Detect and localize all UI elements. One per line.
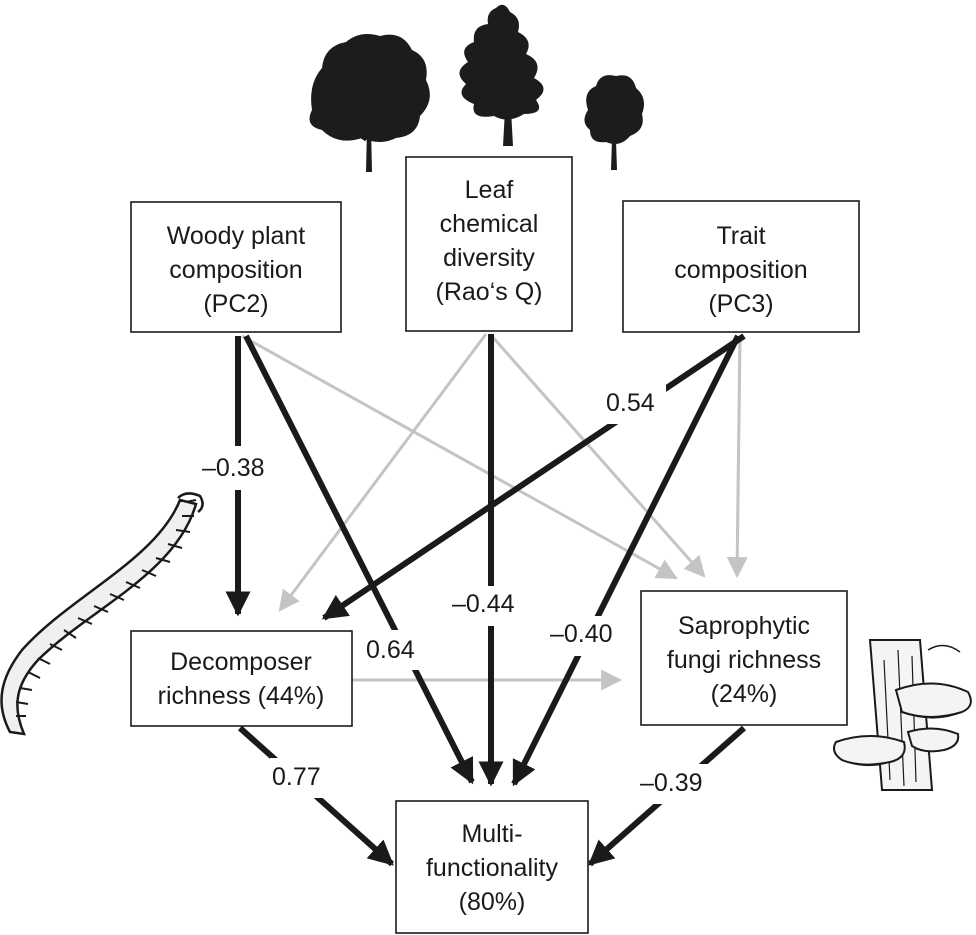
bracket-fungus-icon [833, 639, 972, 791]
coefficient-label: –0.39 [640, 769, 703, 797]
svg-text:(Rao‘s Q): (Rao‘s Q) [436, 278, 543, 306]
svg-text:Decomposer: Decomposer [170, 648, 312, 676]
node-decomposer-richness: Decomposer richness (44%) [130, 630, 353, 727]
node-woody-plant-composition: Woody plant composition (PC2) [130, 201, 342, 333]
path-arrow [488, 333, 706, 578]
coefficient-label: 0.54 [606, 389, 655, 417]
path-arrow [321, 333, 746, 621]
svg-text:fungi richness: fungi richness [667, 646, 821, 674]
coefficient-label: 0.77 [272, 763, 321, 791]
node-multifunctionality: Multi- functionality (80%) [395, 800, 589, 934]
coefficient-label: –0.38 [202, 454, 265, 482]
node-leaf-chemical-diversity: Leaf chemical diversity (Rao‘s Q) [405, 156, 573, 332]
coefficient-label: –0.44 [452, 590, 515, 618]
svg-text:Woody plant: Woody plant [167, 222, 306, 250]
svg-text:(PC2): (PC2) [203, 290, 268, 318]
svg-text:Leaf: Leaf [465, 176, 514, 204]
millipede-icon [0, 492, 204, 736]
svg-text:(80%): (80%) [459, 888, 526, 916]
path-arrow [241, 334, 678, 580]
path-arrow [278, 333, 488, 612]
svg-text:(PC3): (PC3) [708, 290, 773, 318]
coefficient-label: –0.40 [550, 620, 613, 648]
tree-icon [459, 4, 544, 146]
svg-text:Saprophytic: Saprophytic [678, 612, 810, 640]
svg-text:diversity: diversity [443, 244, 535, 272]
path-arrow [726, 335, 748, 579]
svg-text:functionality: functionality [426, 854, 559, 882]
path-arrow [511, 334, 741, 787]
svg-text:(24%): (24%) [711, 680, 778, 708]
coefficient-label: 0.64 [366, 636, 415, 664]
svg-text:composition: composition [674, 256, 807, 284]
tree-icon [309, 34, 430, 172]
svg-text:composition: composition [169, 256, 302, 284]
tree-icon [584, 75, 644, 170]
svg-text:chemical: chemical [440, 210, 539, 238]
node-saprophytic-fungi-richness: Saprophytic fungi richness (24%) [640, 590, 848, 726]
svg-text:Multi-: Multi- [461, 820, 522, 848]
path-arrow [243, 334, 475, 785]
svg-text:Trait: Trait [716, 222, 765, 250]
svg-text:richness (44%): richness (44%) [158, 682, 325, 710]
node-trait-composition: Trait composition (PC3) [622, 200, 860, 333]
